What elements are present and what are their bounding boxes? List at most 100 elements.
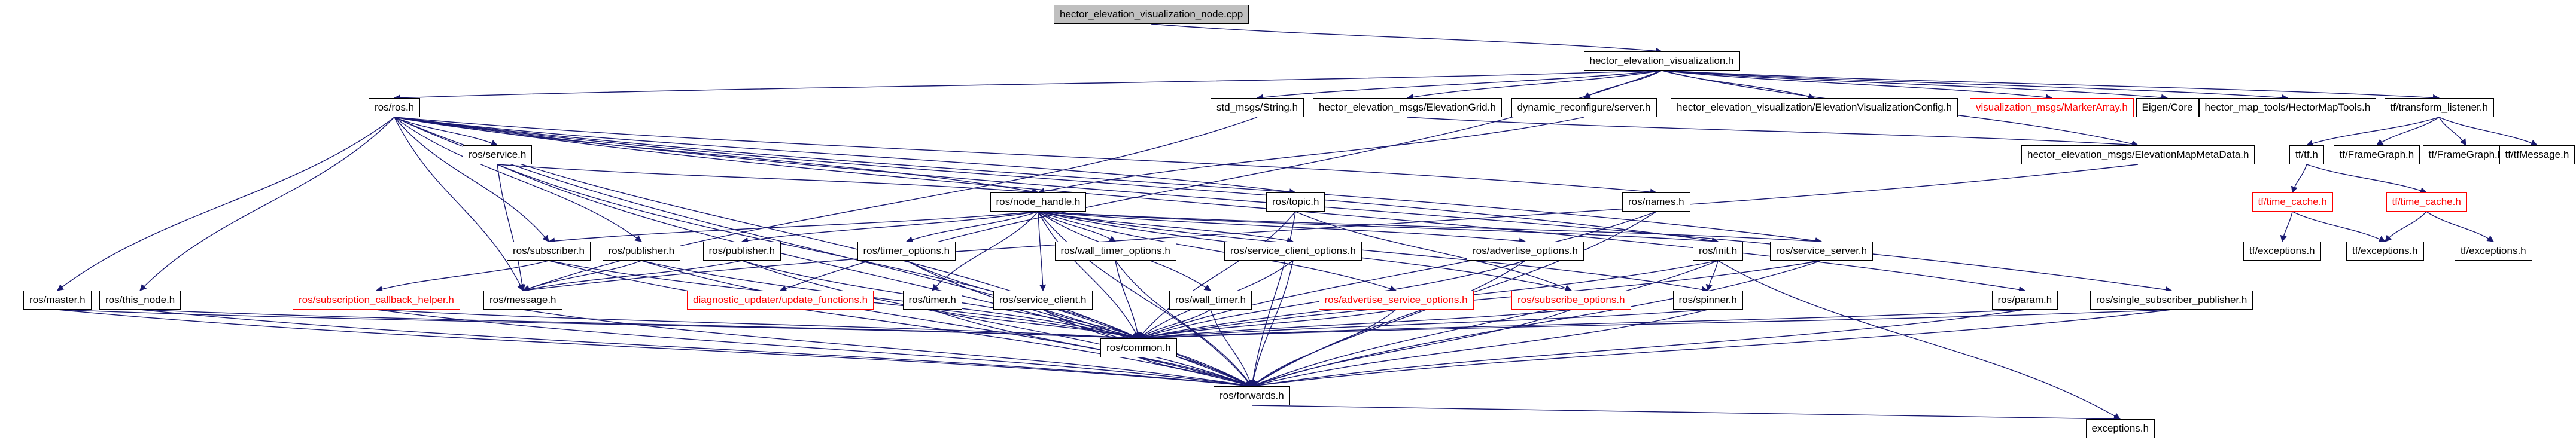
- edge-ros_service-nh: [497, 164, 1039, 195]
- edge-spinner-common: [1138, 309, 1708, 341]
- graph-node-common[interactable]: ros/common.h: [1100, 338, 1177, 358]
- edge-advopts-forwards: [1251, 260, 1526, 387]
- graph-node-topic[interactable]: ros/topic.h: [1266, 192, 1325, 212]
- graph-node-sch[interactable]: ros/subscription_callback_helper.h: [293, 291, 460, 310]
- edge-param-common: [1138, 309, 2025, 342]
- graph-node-elev_grid[interactable]: hector_elevation_msgs/ElevationGrid.h: [1313, 98, 1502, 117]
- edge-nh-common: [1038, 211, 1139, 339]
- graph-node-scopts[interactable]: ros/service_client_options.h: [1224, 242, 1362, 261]
- edge-subopts-common: [1138, 309, 1572, 341]
- graph-node-sc[interactable]: ros/service_client.h: [993, 291, 1093, 310]
- graph-node-wtopts[interactable]: ros/wall_timer_options.h: [1054, 242, 1176, 261]
- edge-topic-forwards: [1249, 211, 1296, 387]
- graph-node-forwards[interactable]: ros/forwards.h: [1214, 386, 1290, 405]
- edge-hev-elev_grid: [1406, 70, 1662, 100]
- edge-tf_tf-tc2: [2306, 164, 2428, 194]
- graph-node-param[interactable]: ros/param.h: [1991, 291, 2058, 310]
- graph-node-ssp[interactable]: ros/single_subscriber_publisher.h: [2090, 291, 2253, 310]
- graph-node-exc2[interactable]: tf/exceptions.h: [2346, 242, 2424, 261]
- graph-node-evc[interactable]: hector_elevation_visualization/Elevation…: [1671, 98, 1958, 117]
- graph-node-asopts[interactable]: ros/advertise_service_options.h: [1318, 291, 1474, 310]
- edge-tfl-tf_fg1: [2376, 117, 2440, 146]
- edge-names-common: [1138, 211, 1657, 340]
- graph-node-pub2[interactable]: ros/publisher.h: [702, 242, 781, 261]
- graph-node-advopts[interactable]: ros/advertise_options.h: [1467, 242, 1584, 261]
- graph-node-master[interactable]: ros/master.h: [23, 291, 92, 310]
- edge-dyn_reconf-nh: [1037, 117, 1584, 195]
- edge-sch-forwards: [376, 309, 1253, 389]
- graph-node-tf_tf[interactable]: tf/tf.h: [2289, 145, 2324, 164]
- graph-node-exc3[interactable]: tf/exceptions.h: [2455, 242, 2532, 261]
- edge-nh-timer: [932, 211, 1039, 291]
- edge-topic-common: [1138, 211, 1296, 339]
- graph-node-cpp[interactable]: hector_elevation_visualization_node.cpp: [1054, 5, 1249, 24]
- graph-node-exceptions[interactable]: exceptions.h: [2085, 419, 2155, 438]
- edge-ros_ros-init: [394, 117, 1719, 245]
- graph-node-exc1[interactable]: tf/exceptions.h: [2243, 242, 2321, 261]
- edge-ros_ros-master: [57, 117, 395, 291]
- edge-nh-scopts: [1038, 211, 1294, 244]
- edge-ros_ros-pub1: [394, 117, 642, 242]
- graph-node-timer[interactable]: ros/timer.h: [902, 291, 962, 310]
- edge-nh-topts: [905, 211, 1039, 243]
- graph-node-names[interactable]: ros/names.h: [1622, 192, 1690, 212]
- graph-node-hmt[interactable]: hector_map_tools/HectorMapTools.h: [2198, 98, 2377, 117]
- graph-node-init[interactable]: ros/init.h: [1693, 242, 1744, 261]
- edge-emmd-msg: [522, 164, 2139, 294]
- graph-node-msg[interactable]: ros/message.h: [483, 291, 562, 310]
- graph-node-tf_fg1[interactable]: tf/FrameGraph.h: [2333, 145, 2420, 164]
- graph-node-dyn_reconf[interactable]: dynamic_reconfigure/server.h: [1511, 98, 1657, 117]
- edge-ros_ros-ros_service: [394, 117, 498, 146]
- edge-tfl-tf_msg: [2438, 117, 2538, 146]
- edge-sch-common: [376, 309, 1140, 342]
- graph-node-hev[interactable]: hector_elevation_visualization.h: [1583, 51, 1740, 71]
- graph-node-tc1[interactable]: tf/time_cache.h: [2252, 192, 2333, 212]
- edge-init-spinner: [1705, 260, 1719, 292]
- graph-node-eigen[interactable]: Eigen/Core: [2136, 98, 2199, 117]
- graph-node-std_string[interactable]: std_msgs/String.h: [1211, 98, 1304, 117]
- graph-node-ros_ros[interactable]: ros/ros.h: [369, 98, 421, 117]
- edge-wtopts-common: [1115, 260, 1141, 340]
- edge-ssp-forwards: [1251, 309, 2172, 389]
- edge-sc-common: [1042, 309, 1140, 339]
- graph-node-nh[interactable]: ros/node_handle.h: [990, 192, 1087, 212]
- edge-pub1-forwards: [641, 260, 1253, 388]
- edge-hev-std_string: [1256, 70, 1662, 101]
- graph-node-tfl[interactable]: tf/transform_listener.h: [2384, 98, 2494, 117]
- graph-node-wt[interactable]: ros/wall_timer.h: [1169, 291, 1252, 310]
- edge-ros_service-common: [497, 164, 1140, 340]
- graph-node-tf_fg2[interactable]: tf/FrameGraph.h: [2422, 145, 2510, 164]
- edge-asopts-forwards: [1251, 309, 1397, 387]
- graph-node-marker_array[interactable]: visualization_msgs/MarkerArray.h: [1970, 98, 2134, 117]
- graph-node-this_node[interactable]: ros/this_node.h: [99, 291, 181, 310]
- graph-node-pub1[interactable]: ros/publisher.h: [602, 242, 681, 261]
- graph-node-topts[interactable]: ros/timer_options.h: [857, 242, 956, 261]
- edge-tc1-exc1: [2280, 211, 2293, 243]
- edge-nh-init: [1038, 211, 1719, 245]
- edge-ros_ros-ss: [394, 117, 1823, 245]
- graph-node-tc2[interactable]: tf/time_cache.h: [2386, 192, 2467, 212]
- edge-wt-forwards: [1210, 309, 1253, 387]
- edge-cpp-hev: [1151, 23, 1663, 54]
- graph-node-emmd[interactable]: hector_elevation_msgs/ElevationMapMetaDa…: [2021, 145, 2255, 164]
- edge-ros_service-msg: [497, 164, 526, 292]
- edge-hev-eigen: [1661, 70, 2169, 101]
- graph-node-duf[interactable]: diagnostic_updater/update_functions.h: [687, 291, 874, 310]
- graph-node-spinner[interactable]: ros/spinner.h: [1672, 291, 1743, 310]
- edge-master-forwards: [57, 309, 1253, 389]
- graph-node-sub[interactable]: ros/subscriber.h: [507, 242, 591, 261]
- graph-node-ss[interactable]: ros/service_server.h: [1770, 242, 1874, 261]
- graph-node-subopts[interactable]: ros/subscribe_options.h: [1511, 291, 1631, 310]
- edge-hev-marker_array: [1661, 70, 2053, 101]
- graph-node-tf_msg[interactable]: tf/tfMessage.h: [2499, 145, 2575, 164]
- edge-topts-forwards: [906, 260, 1252, 387]
- edge-hev-tfl: [1661, 70, 2440, 102]
- edge-nh-spinner: [1038, 211, 1709, 293]
- edge-timer-forwards: [932, 309, 1253, 387]
- edge-nh-sc: [1038, 211, 1047, 292]
- edge-init-forwards: [1251, 260, 1719, 387]
- edge-msg-forwards: [522, 309, 1253, 389]
- edge-ros_ros-names: [394, 117, 1657, 195]
- graph-node-ros_service[interactable]: ros/service.h: [463, 145, 533, 164]
- edge-tc2-exc3: [2426, 211, 2494, 242]
